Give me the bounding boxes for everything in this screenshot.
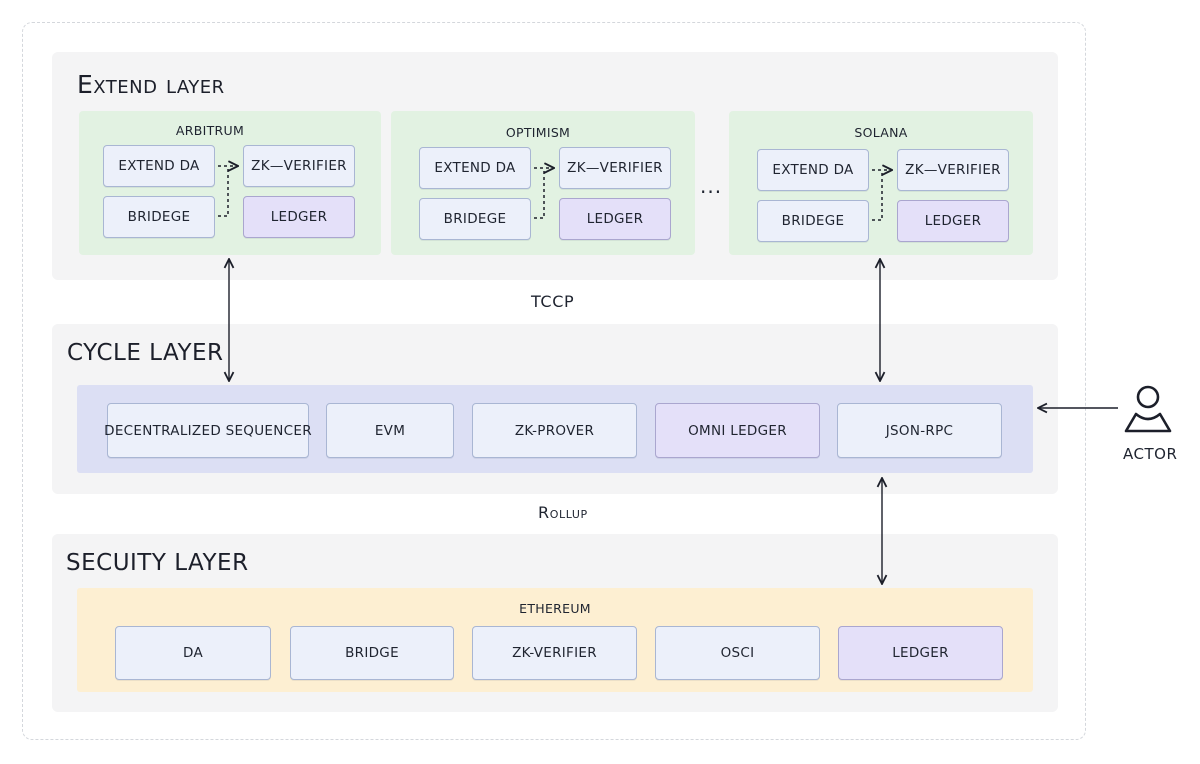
bridge-box: BRIDGE xyxy=(290,626,454,680)
ledger-box: LEDGER xyxy=(243,196,355,238)
ledger-box: LEDGER xyxy=(838,626,1003,680)
extend-da-box: EXTEND DA xyxy=(757,149,869,191)
person-icon xyxy=(1124,385,1172,433)
ledger-box: LEDGER xyxy=(897,200,1009,242)
ethereum-title: ETHEREUM xyxy=(519,601,591,616)
zk-verifier-box: ZK—VERIFIER xyxy=(897,149,1009,191)
zk-verifier-box: ZK—VERIFIER xyxy=(559,147,671,189)
bridge-box: BRIDEGE xyxy=(757,200,869,242)
solana-flow-arrows xyxy=(872,170,892,221)
json-rpc-box: JSON-RPC xyxy=(837,403,1002,458)
chain-solana: SOLANA EXTEND DA ZK—VERIFIER BRIDEGE LED… xyxy=(729,111,1033,255)
extend-layer-title: Extend layer xyxy=(77,70,225,99)
extend-da-box: EXTEND DA xyxy=(103,145,215,187)
cycle-layer-title: CYCLE LAYER xyxy=(67,340,224,366)
chain-arbitrum: ARBITRUM EXTEND DA ZK—VERIFIER BRIDEGE L… xyxy=(79,111,381,255)
chain-title: OPTIMISM xyxy=(505,125,571,140)
security-layer-title: SECUITY LAYER xyxy=(66,550,249,576)
zk-verifier-box: ZK—VERIFIER xyxy=(243,145,355,187)
diagram-frame xyxy=(22,22,1086,740)
actor-label: ACTOR xyxy=(1123,445,1178,463)
zk-prover-box: ZK-PROVER xyxy=(472,403,637,458)
zk-verifier-box: ZK-VERIFIER xyxy=(472,626,637,680)
decentralized-sequencer-box: DECENTRALIZED SEQUENCER xyxy=(104,403,312,458)
rollup-label: Rollup xyxy=(538,503,588,522)
extend-da-box: EXTEND DA xyxy=(419,147,531,189)
evm-box: EVM xyxy=(326,403,454,458)
omni-ledger-box: OMNI LEDGER xyxy=(655,403,820,458)
chain-optimism: OPTIMISM EXTEND DA ZK—VERIFIER BRIDEGE L… xyxy=(391,111,695,255)
more-chains-ellipsis: ... xyxy=(700,174,723,198)
da-box: DA xyxy=(115,626,271,680)
osci-box: OSCI xyxy=(655,626,820,680)
bridge-box: BRIDEGE xyxy=(419,198,531,240)
optimism-flow-arrows xyxy=(534,168,554,219)
arbitrum-flow-arrows xyxy=(218,166,238,217)
ledger-box: LEDGER xyxy=(559,198,671,240)
tccp-label: TCCP xyxy=(531,292,575,311)
bridge-box: BRIDEGE xyxy=(103,196,215,238)
chain-title: ARBITRUM xyxy=(175,123,245,138)
chain-title: SOLANA xyxy=(854,125,908,140)
